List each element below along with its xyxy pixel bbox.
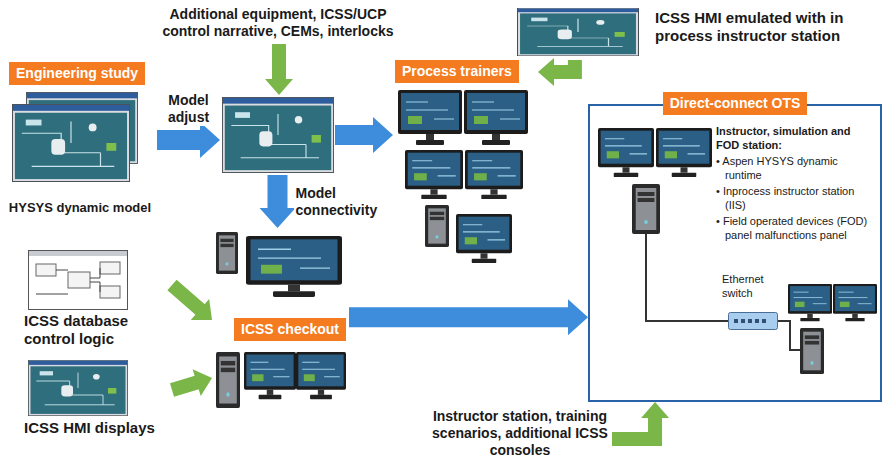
node-text: • Inprocess instructor station (IIS) <box>716 184 874 212</box>
arrow-head <box>538 58 554 86</box>
node-text: ICSS HMI displays <box>24 419 170 437</box>
blue-block-arrow <box>349 299 588 335</box>
arrow-body <box>335 125 374 145</box>
stage-tag: Engineering study <box>9 62 145 85</box>
green-block-arrow <box>172 285 212 320</box>
ots-computers <box>598 128 877 374</box>
node-text: Instructor, simulation and FOD station: <box>716 124 874 152</box>
trainer-computers <box>398 90 528 263</box>
stage-tag: Process trainers <box>395 60 519 83</box>
green-block-arrow <box>265 44 293 95</box>
hmi-screenshot <box>28 360 127 415</box>
green-block-arrow <box>612 402 669 439</box>
node-text: • Aspen HYSYS dynamic runtime <box>716 154 874 182</box>
green-block-arrow <box>538 58 575 86</box>
checkout-computers <box>216 232 346 408</box>
stage-tag: Direct-connect OTS <box>663 92 808 115</box>
node-text: Additional equipment, ICSS/UCP control n… <box>150 6 406 40</box>
node-text: ICSS HMI emulated with in process instru… <box>655 9 877 45</box>
arrow-head <box>191 299 212 320</box>
blue-block-arrow <box>157 122 220 158</box>
ots-group: Direct-connect OTS Instructor, simulation… <box>588 92 882 402</box>
arrow-body <box>349 307 569 327</box>
arrow-head <box>193 369 212 396</box>
arrow-body <box>172 382 198 390</box>
arrow-body <box>553 60 575 72</box>
station-block: Instructor, simulation and FOD station:•… <box>594 122 880 270</box>
model-screenshot <box>220 95 335 175</box>
green-block-arrow <box>172 369 212 396</box>
blue-block-arrow <box>260 175 296 228</box>
arrow-body <box>268 175 288 209</box>
hmi-screenshot <box>518 8 639 55</box>
arrow-body <box>272 44 286 80</box>
arrow-head <box>641 402 669 418</box>
arrow-head <box>200 122 220 158</box>
arrow-body <box>157 130 201 150</box>
logic-screenshot <box>29 251 128 310</box>
arrow-head <box>265 79 293 95</box>
node-text: HYSYS dynamic model <box>5 200 155 216</box>
hmi-source: ICSS HMI emulated with in process instru… <box>512 5 882 60</box>
blue-block-arrow <box>335 117 393 153</box>
switch-block: Ethernet switch <box>718 272 782 334</box>
node-text: ICSS database control logic <box>24 312 170 348</box>
edge-label: Model adjust <box>158 92 220 126</box>
stage-tag: ICSS checkout <box>234 318 346 341</box>
node-text: • Field operated devices (FOD) panel mal… <box>716 214 874 242</box>
hysys-screenshots <box>12 92 333 181</box>
arrow-body <box>172 285 201 310</box>
arrow-head <box>373 117 393 153</box>
database-source: ICSS database control logic <box>20 248 172 352</box>
input-note: Additional equipment, ICSS/UCP control n… <box>150 4 408 44</box>
node-text: Ethernet switch <box>722 272 780 300</box>
arrow-head <box>568 299 588 335</box>
checkout-group: ICSS checkout <box>212 228 349 418</box>
trainer-group: Process trainers <box>393 58 538 268</box>
input-note: Instructor station, training scenarios, … <box>430 408 612 470</box>
node-text: Instructor station, training scenarios, … <box>430 408 610 459</box>
study-group: Engineering studyHYSYS dynamic model <box>5 60 157 222</box>
arrow-head <box>260 208 296 228</box>
arrow-body <box>612 417 655 439</box>
hmi-displays-source: ICSS HMI displays <box>20 357 172 442</box>
edge-label: Model connectivity <box>294 185 386 219</box>
